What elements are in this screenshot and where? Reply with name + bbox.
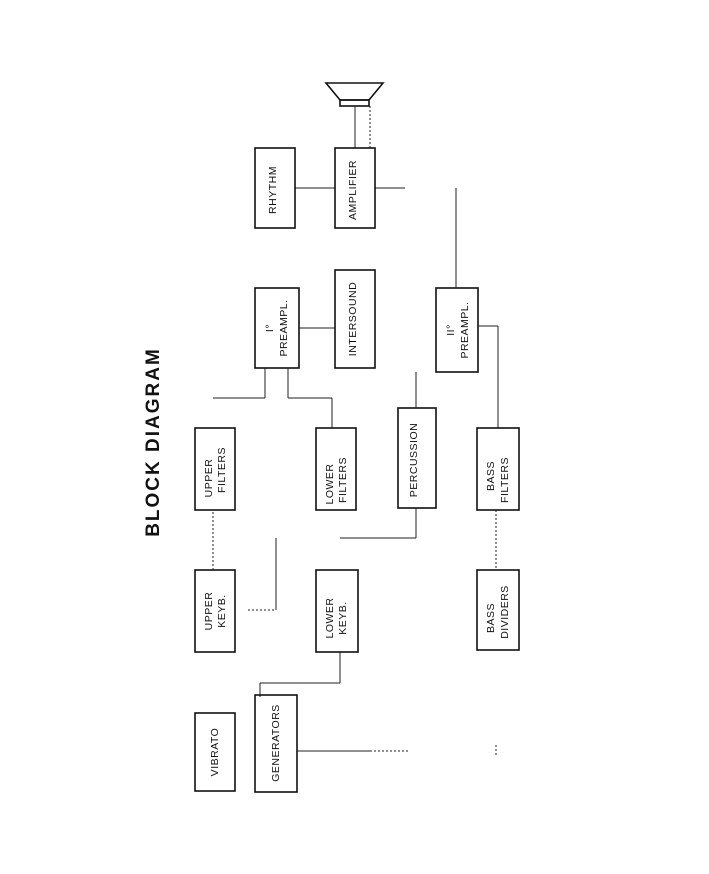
vibrato-block: VIBRATO [194,712,236,792]
bass-dividers-label-2: DIVIDERS [499,585,511,639]
bass-filters-label-2: FILTERS [499,457,511,503]
vibrato-label: VIBRATO [209,728,221,777]
preampl-1-label-1: I° [264,324,276,332]
generators-block: GENERATORS [254,694,298,793]
rhythm-label: RHYTHM [267,166,279,214]
intersound-label: INTERSOUND [347,282,359,356]
lower-filters-label-2: FILTERS [337,457,349,503]
lower-keyb-block: LOWER KEYB. [315,569,359,653]
lower-filters-block: LOWER FILTERS [315,427,357,511]
preampl-1-block: I° PREAMPL. [254,287,300,369]
preampl-2-label-2: PREAMPL. [459,301,471,358]
preampl-1-label-2: PREAMPL. [278,299,290,356]
amplifier-label: AMPLIFIER [347,160,359,220]
bass-dividers-label-1: BASS [485,603,497,633]
upper-filters-block: UPPER FILTERS [194,427,236,511]
diagram-title: BLOCK DIAGRAM [143,347,164,537]
bass-filters-label-1: BASS [485,461,497,491]
upper-filters-label-1: UPPER [203,459,215,498]
rhythm-block: RHYTHM [254,147,296,229]
lower-filters-label-1: LOWER [324,463,336,504]
preampl-2-label-1: II° [445,324,457,336]
bass-filters-block: BASS FILTERS [476,427,520,511]
upper-keyb-block: UPPER KEYB. [194,569,236,653]
generators-label: GENERATORS [270,704,282,782]
lower-keyb-label-2: KEYB. [337,601,349,634]
connection-lines [212,106,499,755]
upper-filters-label-2: FILTERS [216,447,228,493]
amplifier-block: AMPLIFIER [334,147,376,229]
lower-keyb-label-1: LOWER [324,597,336,638]
percussion-label: PERCUSSION [408,423,420,497]
bass-dividers-block: BASS DIVIDERS [476,569,520,651]
preampl-2-block: II° PREAMPL. [435,287,479,373]
percussion-block: PERCUSSION [397,407,437,509]
speaker-icon [324,82,385,107]
upper-keyb-label-2: KEYB. [216,594,228,627]
intersound-block: INTERSOUND [334,269,376,369]
upper-keyb-label-1: UPPER [203,592,215,631]
